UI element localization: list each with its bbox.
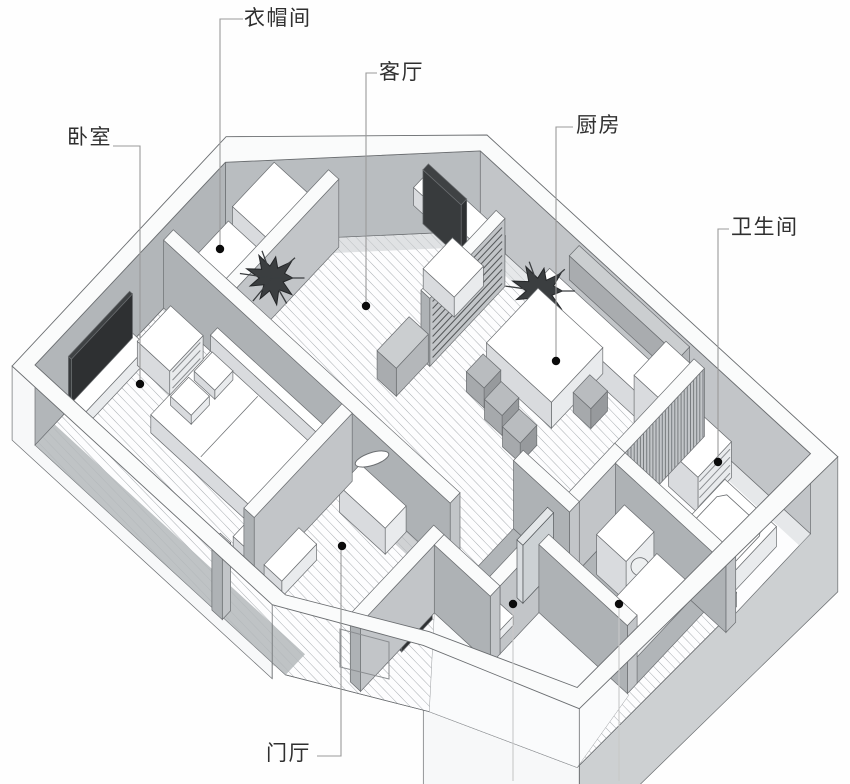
diagram-face (422, 237, 484, 298)
diagram-face (35, 424, 305, 675)
slat-line (699, 464, 731, 499)
slat-line (699, 472, 731, 507)
room-label-bathroom: 卫生间 (731, 216, 799, 239)
slat-line (699, 456, 731, 491)
diagram-face (67, 290, 133, 360)
diagram-face (422, 163, 468, 206)
slat-line (432, 283, 503, 358)
leader-line-kitchen (555, 126, 573, 361)
leader-line-living_room (365, 72, 377, 306)
leader-line-bedroom (113, 145, 141, 384)
plant-icon (539, 268, 566, 292)
diagram-face (513, 449, 580, 513)
diagram-face (484, 381, 520, 416)
diagram-face (596, 504, 655, 562)
diagram-face (376, 316, 429, 369)
diagram-face (516, 539, 524, 605)
plant-icon (271, 277, 288, 304)
slab-corner-edges (271, 604, 580, 784)
diagram-face (243, 403, 353, 518)
diagram-face (486, 287, 604, 403)
diagram-face (136, 305, 204, 372)
round-mirror-icon (354, 450, 390, 468)
diagram-face (538, 533, 638, 627)
plant-icon (252, 277, 273, 302)
plant-icon (528, 261, 541, 292)
diagram-face (433, 534, 501, 597)
diagram-face (502, 408, 538, 444)
room-label-entry-hall: 门厅 (266, 742, 311, 765)
leader-line-bathroom (717, 228, 729, 462)
leader-line-entry_hall (317, 547, 342, 757)
leader-dot-entry_hall (337, 541, 347, 551)
diagram-face (489, 585, 501, 666)
diagram-face (572, 374, 608, 410)
slat-line (172, 342, 201, 373)
diagram-face (516, 506, 554, 546)
blanket-line (200, 395, 259, 458)
leader-dot-unlabeled-1 (508, 599, 518, 609)
leader-dot-cloakroom (215, 244, 225, 254)
room-label-kitchen: 厨房 (576, 114, 621, 137)
plant-icon (271, 257, 296, 279)
plant-icon (261, 250, 273, 279)
diagram-face (170, 376, 210, 416)
leader-dot-bedroom (135, 379, 145, 389)
room-label-bedroom: 卧室 (67, 126, 112, 149)
room-label-cloakroom: 衣帽间 (244, 7, 312, 30)
leader-line-cloakroom (219, 18, 243, 249)
diagram-face (163, 229, 461, 504)
leader-dot-bathroom (713, 457, 723, 467)
leader-dot-kitchen (551, 356, 561, 366)
leader-dot-living_room (361, 301, 371, 311)
entry-door-outline (339, 628, 390, 680)
slat-line (432, 269, 503, 344)
room-label-living-room: 客厅 (379, 61, 424, 84)
slat-line (172, 350, 201, 381)
slat-line (699, 448, 731, 483)
diagram-face (263, 527, 318, 582)
plant-icon (239, 272, 273, 279)
diagram-face (725, 553, 737, 634)
leader-dot-unlabeled-2 (614, 599, 624, 609)
plant-icon (505, 285, 541, 292)
slat-line (172, 358, 201, 389)
slat-line (432, 276, 503, 351)
exterior-wall-top (11, 134, 839, 710)
diagram-face (193, 351, 234, 391)
diagram-face (465, 353, 502, 389)
